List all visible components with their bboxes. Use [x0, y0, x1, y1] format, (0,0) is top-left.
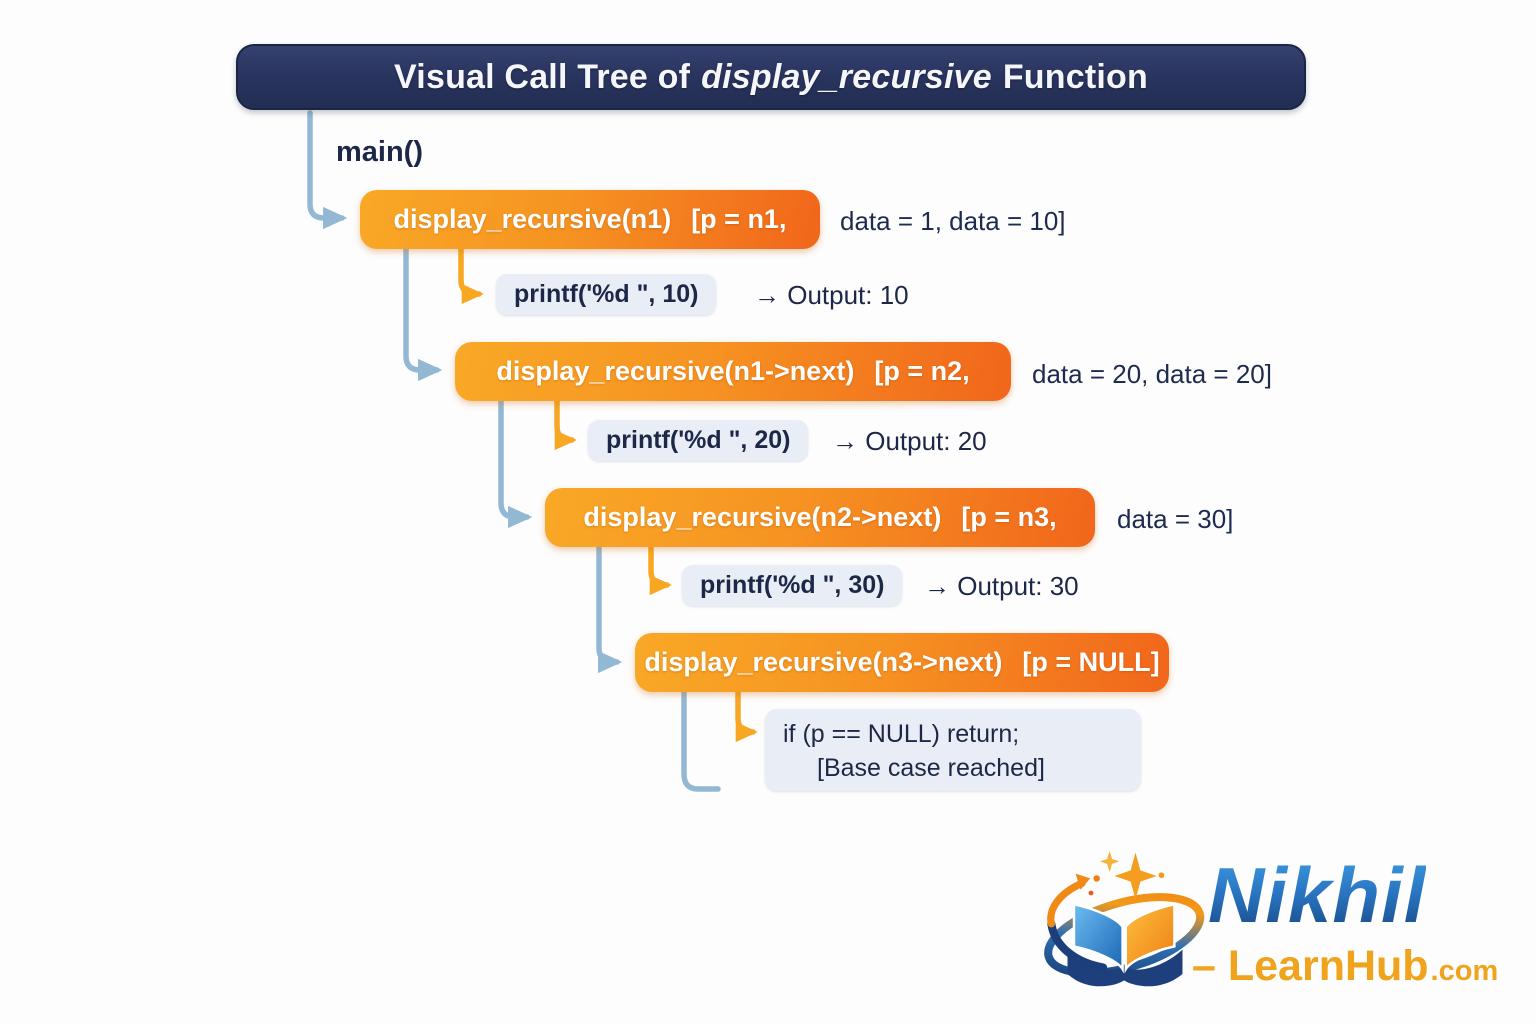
brand-subtitle-tld: .com: [1430, 955, 1499, 987]
title-function-name: display_recursive: [701, 57, 992, 96]
call-frame-1-signature: display_recursive(n1): [393, 204, 672, 234]
output-label-1: → Output: 10: [754, 280, 909, 310]
base-case-note: [Base case reached]: [817, 754, 1045, 782]
call-frame-3-annotation: data = 30]: [1117, 504, 1234, 534]
title-banner: Visual Call Tree of display_recursive Fu…: [236, 44, 1306, 110]
printf-box-2: printf('%d ", 20): [588, 420, 809, 461]
arrow-call1-to-printf1: [458, 244, 484, 305]
arrow-call3-to-call4: [596, 542, 623, 674]
call-frame-2-signature: display_recursive(n1->next): [496, 356, 855, 386]
output-label-2: → Output: 20: [832, 426, 987, 456]
arrow-call2-to-printf2: [554, 396, 577, 451]
output-label-3: → Output: 30: [924, 571, 1079, 601]
brand-name: Nikhil: [1208, 851, 1427, 939]
call-frame-2-annotation: data = 20, data = 20]: [1032, 359, 1272, 389]
call-frame-4-state: [p = NULL]: [1022, 647, 1160, 677]
printf-box-3: printf('%d ", 30): [682, 565, 903, 606]
call-frame-2: display_recursive(n1->next) [p = n2,: [455, 342, 1011, 401]
brand-subtitle-main: – LearnHub: [1192, 942, 1429, 990]
book-logo-icon: [1044, 850, 1205, 987]
call-frame-4: display_recursive(n3->next) [p = NULL]: [635, 633, 1169, 692]
call-frame-3: display_recursive(n2->next) [p = n3,: [545, 488, 1095, 547]
call-frame-1: display_recursive(n1) [p = n1,: [360, 190, 820, 249]
call-frame-3-signature: display_recursive(n2->next): [583, 502, 942, 532]
brand-subtitle: – LearnHub .com: [1192, 942, 1498, 991]
call-frame-3-state: [p = n3,: [961, 502, 1057, 532]
learnhub-logo: Nikhil – LearnHub .com: [1040, 842, 1510, 1014]
root-function-label: main(): [336, 136, 423, 168]
arrow-call3-to-printf3: [648, 542, 672, 596]
base-case-box: if (p == NULL) return; [Base case reache…: [765, 709, 1141, 791]
line-call4-return: [681, 688, 721, 792]
arrow-call4-to-basecase: [735, 688, 758, 743]
call-frame-2-state: [p = n2,: [874, 356, 970, 386]
arrow-call1-to-call2: [403, 244, 443, 382]
call-frame-4-signature: display_recursive(n3->next): [644, 647, 1003, 677]
arrow-header-to-call1: [307, 110, 348, 230]
title-prefix: Visual Call Tree of: [394, 57, 691, 96]
call-frame-1-state: [p = n1,: [691, 204, 787, 234]
call-frame-1-annotation: data = 1, data = 10]: [840, 206, 1066, 236]
title-suffix: Function: [1002, 57, 1148, 96]
printf-box-1: printf('%d ", 10): [496, 274, 717, 315]
arrow-call2-to-call3: [498, 396, 533, 529]
page-title: Visual Call Tree of display_recursive Fu…: [394, 58, 1148, 97]
base-case-condition: if (p == NULL) return;: [783, 720, 1020, 748]
